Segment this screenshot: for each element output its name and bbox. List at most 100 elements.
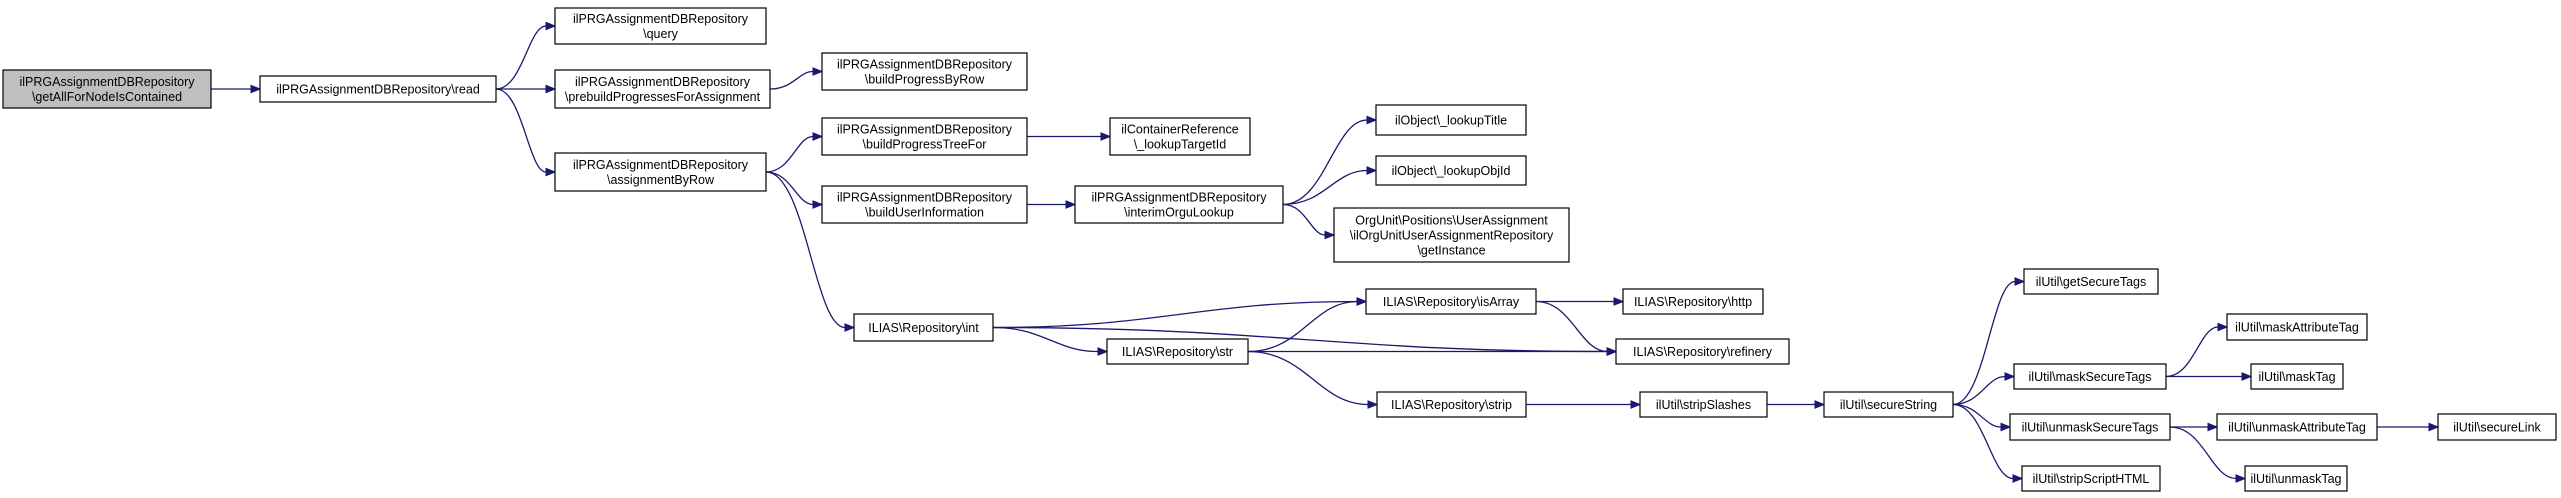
edge-read-to-prebuild [496,84,557,94]
arrowhead-icon [2217,322,2229,332]
node-lookup-title[interactable]: ilObject\_lookupTitle [1375,104,1527,136]
edge-line [495,88,547,173]
node-box [1376,391,1527,418]
edge-read-to-assignment-by-row [495,88,557,177]
node-box [2021,465,2161,492]
node-label: ilUtil\maskTag [2258,370,2335,384]
node-box [2,69,212,109]
edge-repo-str-to-repo-is-array [1247,297,1368,353]
arrowhead-icon [844,323,856,332]
arrowhead-icon [1065,200,1077,209]
node-box [1106,338,1249,365]
arrowhead-icon [1606,347,1618,356]
node-orgu-get-instance[interactable]: OrgUnit\Positions\UserAssignment\ilOrgUn… [1333,207,1570,263]
edge-line [495,25,547,90]
edge-line [992,326,1099,353]
node-repo-http[interactable]: ILIAS\Repository\http [1622,288,1764,315]
node-mask-attribute-tag[interactable]: ilUtil\maskAttributeTag [2226,313,2368,341]
node-box [1622,288,1764,315]
node-secure-string[interactable]: ilUtil\secureString [1823,391,1954,418]
node-build-progress-tree-for[interactable]: ilPRGAssignmentDBRepository\buildProgres… [821,117,1028,156]
edge-secure-string-to-unmask-secure-tags [1952,403,2012,432]
node-label: ilContainerReference [1121,123,1238,137]
edge-line [1247,300,1358,353]
node-label: ilPRGAssignmentDBRepository [837,191,1013,205]
arrowhead-icon [2235,474,2247,483]
node-label: \ilOrgUnitUserAssignmentRepository [1350,229,1554,243]
node-mask-tag[interactable]: ilUtil\maskTag [2250,363,2344,390]
arrowhead-icon [1367,400,1379,409]
edge-line [1952,375,2006,406]
edge-line [2165,326,2219,378]
arrowhead-icon [2207,422,2219,432]
edge-line [1282,119,1368,206]
node-box [2250,363,2344,390]
arrowhead-icon [1613,297,1625,306]
node-get-secure-tags[interactable]: ilUtil\getSecureTags [2023,268,2159,295]
node-repo-refinery[interactable]: ILIAS\Repository\refinery [1615,338,1790,365]
node-build-progress-by-row[interactable]: ilPRGAssignmentDBRepository\buildProgres… [821,52,1028,91]
arrowhead-icon [1630,400,1642,409]
node-box [1074,185,1284,224]
node-label: \buildProgressByRow [865,73,985,87]
node-mask-secure-tags[interactable]: ilUtil\maskSecureTags [2013,363,2167,390]
node-strip-script-html[interactable]: ilUtil\stripScriptHTML [2021,465,2161,492]
edge-repo-str-to-repo-strip [1247,350,1379,409]
arrowhead-icon [2428,422,2440,432]
node-repo-is-array[interactable]: ILIAS\Repository\isArray [1365,288,1537,315]
node-label: ilPRGAssignmentDBRepository [837,58,1013,72]
node-box [2013,363,2167,390]
node-secure-link[interactable]: ilUtil\secureLink [2437,413,2557,441]
node-box [259,75,497,103]
arrowhead-icon [1097,347,1109,356]
node-unmask-attribute-tag[interactable]: ilUtil\unmaskAttributeTag [2216,413,2378,441]
node-lookup-target-id[interactable]: ilContainerReference\_lookupTargetId [1109,117,1251,156]
node-interim-orgu-lookup[interactable]: ilPRGAssignmentDBRepository\interimOrguL… [1074,185,1284,224]
node-query[interactable]: ilPRGAssignmentDBRepository\query [554,7,767,45]
node-repo-int[interactable]: ILIAS\Repository\int [853,313,994,342]
node-read[interactable]: ilPRGAssignmentDBRepository\read [259,75,497,103]
edge-interim-orgu-lookup-to-lookup-obj-id [1282,166,1378,206]
node-box [1375,104,1527,136]
node-box [554,152,767,192]
arrowhead-icon [2004,372,2016,381]
node-label: ILIAS\Repository\refinery [1633,345,1773,359]
node-prebuild[interactable]: ilPRGAssignmentDBRepository\prebuildProg… [554,69,771,109]
node-strip-slashes[interactable]: ilUtil\stripSlashes [1639,391,1768,418]
node-unmask-secure-tags[interactable]: ilUtil\unmaskSecureTags [2009,413,2171,441]
node-label: ilObject\_lookupObjId [1392,164,1511,178]
node-box [1333,207,1570,263]
call-edges [211,21,2440,483]
edge-line [1282,203,1326,236]
node-label: ILIAS\Repository\str [1122,345,1233,359]
node-label: ilUtil\stripSlashes [1656,398,1751,412]
node-label: ilUtil\maskSecureTags [2029,370,2152,384]
node-box [1365,288,1537,315]
node-label: ilUtil\getSecureTags [2036,275,2146,289]
edge-secure-string-to-get-secure-tags [1952,277,2026,406]
node-get-all[interactable]: ilPRGAssignmentDBRepository\getAllForNod… [2,69,212,109]
arrowhead-icon [812,67,824,76]
node-label: ilPRGAssignmentDBRepository [837,123,1013,137]
node-box [2226,313,2368,341]
node-build-user-information[interactable]: ilPRGAssignmentDBRepository\buildUserInf… [821,185,1028,224]
edge-mask-secure-tags-to-mask-attribute-tag [2165,322,2229,378]
arrowhead-icon [545,167,557,177]
node-unmask-tag[interactable]: ilUtil\unmaskTag [2244,465,2348,492]
node-repo-strip[interactable]: ILIAS\Repository\strip [1376,391,1527,418]
edge-line [2169,426,2237,480]
node-lookup-obj-id[interactable]: ilObject\_lookupObjId [1375,155,1527,186]
edge-line [1247,350,1369,406]
node-label: \buildProgressTreeFor [863,138,987,152]
node-label: \assignmentByRow [607,173,715,187]
arrowhead-icon [1356,297,1368,306]
edge-get-all-to-read [211,84,262,94]
arrowhead-icon [2241,372,2253,381]
node-assignment-by-row[interactable]: ilPRGAssignmentDBRepository\assignmentBy… [554,152,767,192]
node-label: ILIAS\Repository\http [1634,295,1752,309]
node-repo-str[interactable]: ILIAS\Repository\str [1106,338,1249,365]
node-box [821,52,1028,91]
node-label: OrgUnit\Positions\UserAssignment [1355,214,1548,228]
arrowhead-icon [812,132,824,141]
node-label: ILIAS\Repository\isArray [1383,295,1520,309]
